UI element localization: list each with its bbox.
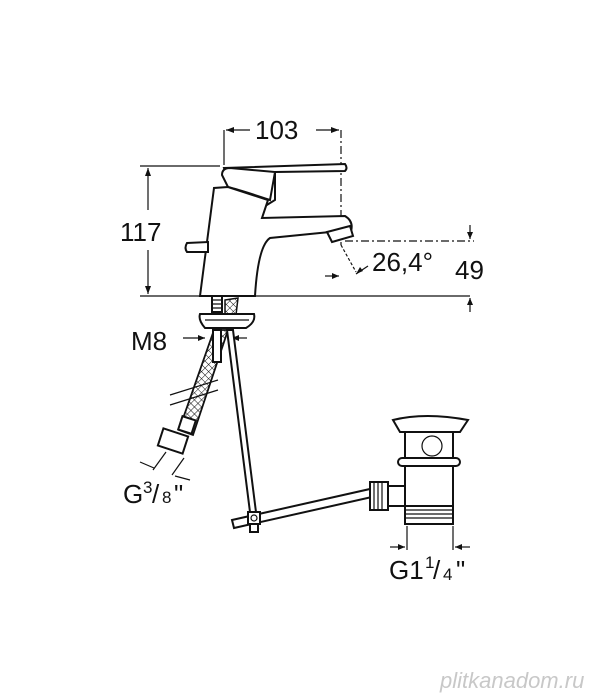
fraction-slash: / [152, 479, 160, 509]
spout-height-label: 49 [455, 255, 484, 285]
hose-thread-numerator: 3 [143, 478, 152, 497]
fraction-slash: / [433, 555, 441, 585]
height-label: 117 [120, 217, 161, 247]
dimension-angle [325, 244, 369, 279]
stud-thread-label: M8 [131, 326, 167, 356]
drain-thread-suffix: " [456, 555, 465, 585]
hose-thread-prefix: G [123, 479, 143, 509]
hose-thread-label: G 3 / 8 " [123, 478, 183, 509]
dimension-spout-height [345, 225, 474, 312]
drain-thread-prefix: G1 [389, 555, 424, 585]
width-label: 103 [255, 115, 298, 145]
faucet-body [184, 162, 355, 297]
pop-up-drain [369, 415, 470, 550]
drain-thread-numerator: 1 [425, 553, 434, 572]
hose-thread-suffix: " [174, 479, 183, 509]
dimension-width [223, 127, 342, 245]
mounting-hardware [139, 295, 374, 533]
hose-thread-denominator: 8 [162, 488, 171, 507]
watermark: plitkanadom.ru [439, 668, 584, 693]
dimension-height [140, 165, 470, 297]
angle-label: 26,4° [372, 247, 433, 277]
drain-thread-label: G1 1 / 4 " [389, 553, 465, 585]
drain-thread-denominator: 4 [443, 565, 452, 584]
